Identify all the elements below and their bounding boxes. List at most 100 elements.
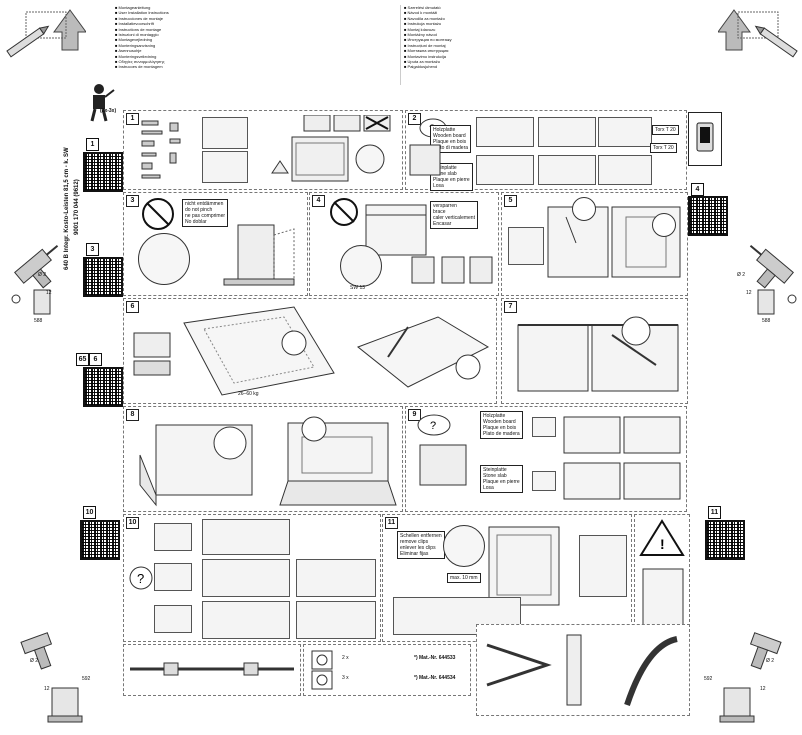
hose-panel [123,644,301,696]
torx-label-2: Torx T 20 [650,143,677,153]
pliers-panel [476,624,690,716]
dishwasher-open-sketch-8a [139,424,253,507]
language-text: Montagevejledning [118,37,153,43]
step-number-4: 4 [312,195,325,207]
language-list-right: ■ Szerelési útmutató■ Návod k montáži■ N… [404,5,684,85]
step-panel-5: 5 [501,192,688,296]
step-panel-6: 6 26–60 kg [123,298,497,404]
drill-depth-left: 12 [46,290,52,296]
language-text: Uputa za montažu [407,59,440,65]
language-row: ■ Инструкция по монтажу [404,37,684,42]
worker-icon [90,84,115,122]
dishwasher-sketch-1 [271,115,391,182]
step-number-7: 7 [504,301,517,313]
question-circle-icon: ? [129,566,153,590]
language-text: Instrucciones de montaje [118,15,163,21]
width-right: 588 [762,318,771,324]
language-text: Οδηγίες συναρμολόγησης [118,59,165,65]
max-10mm-label: max. 10 mm [447,573,481,583]
detail-image-10c [202,601,290,639]
dishwasher-sketch-3 [223,224,295,286]
step-number-9: 9 [408,409,421,421]
step-number-10: 10 [126,517,139,529]
screw-box-9b [532,471,556,491]
qr-code-1[interactable] [83,152,123,192]
language-text: Istruzioni di montaggio [118,32,159,38]
cabinet-sketch-7 [517,316,679,392]
step-number-11: 11 [385,517,398,529]
detail-image-1a [202,117,248,149]
drill-depth-bottom-right: 12 [760,686,766,692]
detail-image-2a [476,117,534,147]
language-bullet-icon: ■ [404,59,408,65]
qr-code-10[interactable] [80,520,120,560]
dishwasher-open-sketch-8b [279,416,397,506]
adjust-foot-sketch [411,256,493,284]
language-row: ■ Montagevejledning [115,37,400,42]
width-bottom-left: 592 [82,676,91,682]
detail-circle-11 [443,525,485,567]
pencil-arrow-top-left [6,9,86,58]
qr-label-4: 4 [691,183,704,196]
drill-depth-bottom-left: 12 [44,686,50,692]
detail-image-2b [538,117,596,147]
language-row: ■ Montážny návod [404,32,684,37]
language-bullet-icon: ■ [115,64,119,70]
quantity-3x: 3 x [342,675,349,681]
qr-code-3[interactable] [83,257,123,297]
mount-sketches-9 [563,416,681,500]
detail-image-2c [598,117,652,147]
language-row: ■ Paigaldusjuhend [404,64,684,69]
language-row: ■ Instructions de montage [115,27,400,32]
language-row: ■ Monteringsveiledning [115,54,400,59]
detail-image-10a [202,519,290,555]
mat-no-2: *) Mat.-Nr. 644534 [414,675,456,681]
step-number-8: 8 [126,409,139,421]
detail-circle-5b [652,213,676,237]
step-panel-7: 7 [501,298,688,404]
drill-diameter-bottom-right: Ø 2 [766,658,775,664]
tool-note: (2x-3x) [100,108,117,114]
language-bullet-icon: ■ [404,26,408,32]
detail-image-2e [538,155,596,185]
dishwasher-front-2 [409,144,441,176]
language-text: Installatievoorschrift [118,21,154,27]
part-number: 9001 170 044 (9612) [74,179,80,235]
language-list-left: ■ Montageanleitung■ User Installation In… [115,5,401,85]
drill-diagram-left [11,244,59,315]
qr-code-6[interactable] [83,367,123,407]
qr-label-11: 11 [708,506,721,519]
qr-code-11[interactable] [705,520,745,560]
language-text: Montaj kılavuzu [407,26,436,32]
weight-label: 26–60 kg [238,391,259,397]
language-bullet-icon: ■ [404,21,408,27]
qr-label-10: 10 [83,506,96,519]
drill-diagram-bottom-right [719,632,782,723]
panel-mount-sketch-6 [357,316,490,388]
language-row: ■ Монтажна инструкция [404,48,684,53]
qr-code-4[interactable] [688,196,728,236]
language-row: ■ Οδηγίες συναρμολόγησης [115,59,400,64]
drill-diagram-right [749,244,797,315]
detail-image-10d [296,559,376,597]
torx-label-1: Torx T 20 [652,125,679,135]
language-text: User Installation Instructions [118,10,169,16]
language-bullet-icon: ■ [404,15,408,21]
language-bullet-icon: ■ [115,37,119,43]
language-row: ■ Návod k montáži [404,10,684,15]
language-row: ■ Installatievoorschrift [115,21,400,26]
language-bullet-icon: ■ [115,42,119,48]
detail-image-10b [202,559,290,597]
language-row: ■ Uputa za montažu [404,59,684,64]
detail-circle-5a [572,197,596,221]
language-text: Montavimo instrukcija [407,53,446,59]
language-row: ■ Montaj kılavuzu [404,27,684,32]
language-text: Asennusohje [118,48,142,54]
language-row: ■ Instrucciones de montaje [115,16,400,21]
detail-image-5a [508,227,544,265]
